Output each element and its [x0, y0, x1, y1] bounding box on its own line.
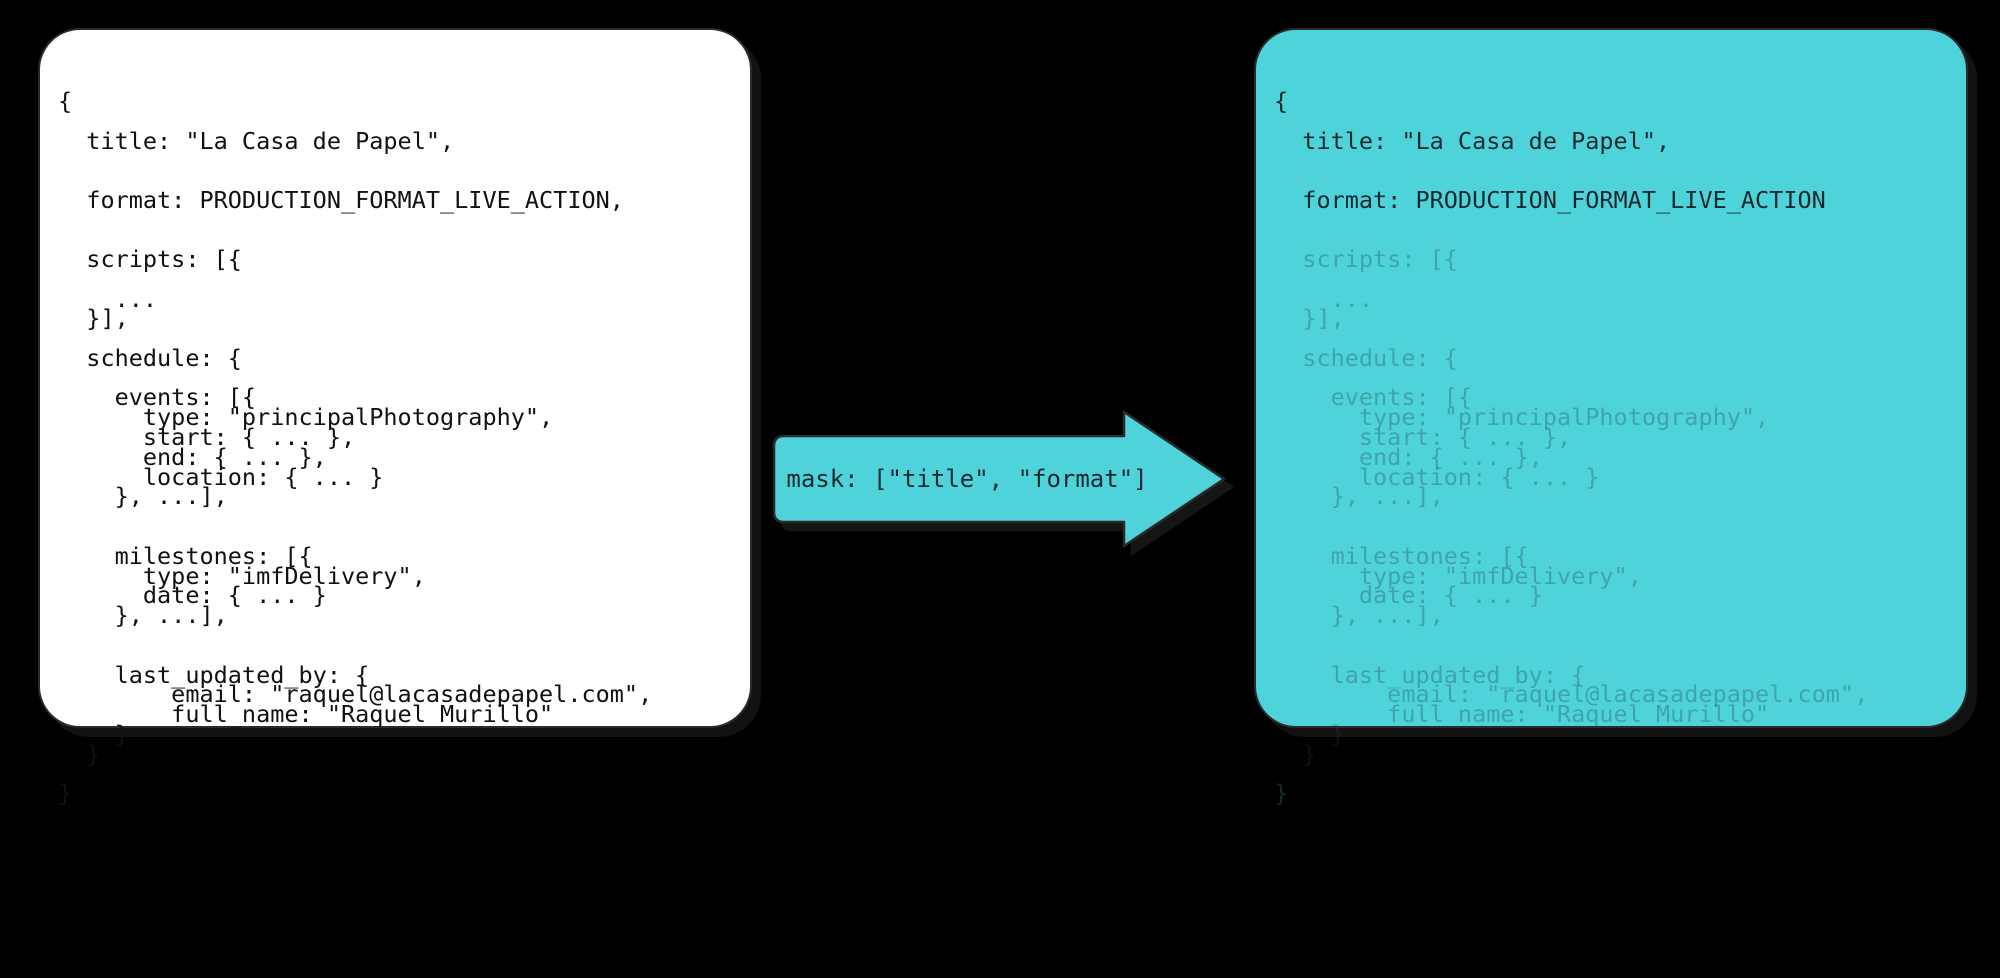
- code-line: end: { ... },: [58, 442, 327, 471]
- code-line: }, ...],: [58, 482, 228, 511]
- code-line: events: [{: [58, 383, 257, 412]
- code-line: }, ...],: [58, 601, 228, 630]
- code-line: type: "principalPhotography",: [58, 403, 554, 432]
- code-line: title: "La Casa de Papel",: [58, 126, 455, 155]
- masked-object-card: { title: "La Casa de Papel", format: PRO…: [1254, 28, 1968, 807]
- code-line: type: "principalPhotography",: [1274, 403, 1770, 432]
- code-line: format: PRODUCTION_FORMAT_LIVE_ACTION,: [58, 185, 624, 214]
- code-line: schedule: {: [1274, 343, 1458, 372]
- code-line: }: [1274, 739, 1317, 768]
- code-line: ...: [58, 284, 158, 313]
- code-line: scripts: [{: [1274, 245, 1458, 274]
- code-line: location: { ... }: [1274, 462, 1600, 491]
- code-line: email: "raquel@lacasadepapel.com",: [1274, 680, 1869, 709]
- code-line: ...: [1274, 284, 1374, 313]
- code-line: [58, 636, 652, 656]
- code-line: }],: [58, 304, 129, 333]
- code-line: email: "raquel@lacasadepapel.com",: [58, 680, 653, 709]
- code-line: [1274, 755, 1868, 775]
- code-line: start: { ... },: [1274, 423, 1572, 452]
- code-line: end: { ... },: [1274, 442, 1543, 471]
- mask-arrow: mask: ["title", "format"]: [772, 410, 1234, 548]
- code-line: schedule: {: [58, 343, 242, 372]
- code-line: [1274, 220, 1868, 240]
- code-line: last_updated_by: {: [1274, 660, 1586, 689]
- code-line: milestones: [{: [1274, 541, 1529, 570]
- code-line: location: { ... }: [58, 462, 384, 491]
- code-line: {: [1274, 87, 1289, 115]
- arrow-shape-icon: [772, 410, 1226, 548]
- code-line: }: [58, 779, 73, 808]
- code-line: events: [{: [1274, 383, 1473, 412]
- source-object-card: { title: "La Casa de Papel", format: PRO…: [38, 28, 752, 807]
- code-line: }: [1274, 779, 1289, 808]
- code-line: milestones: [{: [58, 541, 313, 570]
- code-line: [1274, 636, 1868, 656]
- code-line: }: [58, 720, 129, 749]
- code-line: }, ...],: [1274, 482, 1444, 511]
- code-line: title: "La Casa de Papel",: [1274, 126, 1671, 155]
- code-line: full_name: "Raquel Murillo": [1274, 700, 1770, 729]
- masked-object-code: { title: "La Casa de Papel", format: PRO…: [1256, 30, 1869, 808]
- code-line: {: [58, 87, 73, 115]
- code-line: last_updated_by: {: [58, 660, 370, 689]
- code-line: format: PRODUCTION_FORMAT_LIVE_ACTION: [1274, 185, 1826, 214]
- code-line: }, ...],: [1274, 601, 1444, 630]
- code-line: [58, 517, 652, 537]
- code-line: type: "imfDelivery",: [58, 561, 426, 590]
- code-line: type: "imfDelivery",: [1274, 561, 1642, 590]
- code-line: [1274, 161, 1868, 181]
- code-line: [58, 220, 652, 240]
- source-object-code: { title: "La Casa de Papel", format: PRO…: [40, 30, 653, 808]
- code-line: [1274, 517, 1868, 537]
- code-line: [58, 319, 652, 339]
- code-line: [58, 755, 652, 775]
- code-line: }],: [1274, 304, 1345, 333]
- code-line: scripts: [{: [58, 245, 242, 274]
- code-line: }: [58, 739, 101, 768]
- code-line: start: { ... },: [58, 423, 356, 452]
- code-line: }: [1274, 720, 1345, 749]
- code-line: [58, 161, 652, 181]
- code-line: full_name: "Raquel Murillo": [58, 700, 554, 729]
- code-line: [1274, 319, 1868, 339]
